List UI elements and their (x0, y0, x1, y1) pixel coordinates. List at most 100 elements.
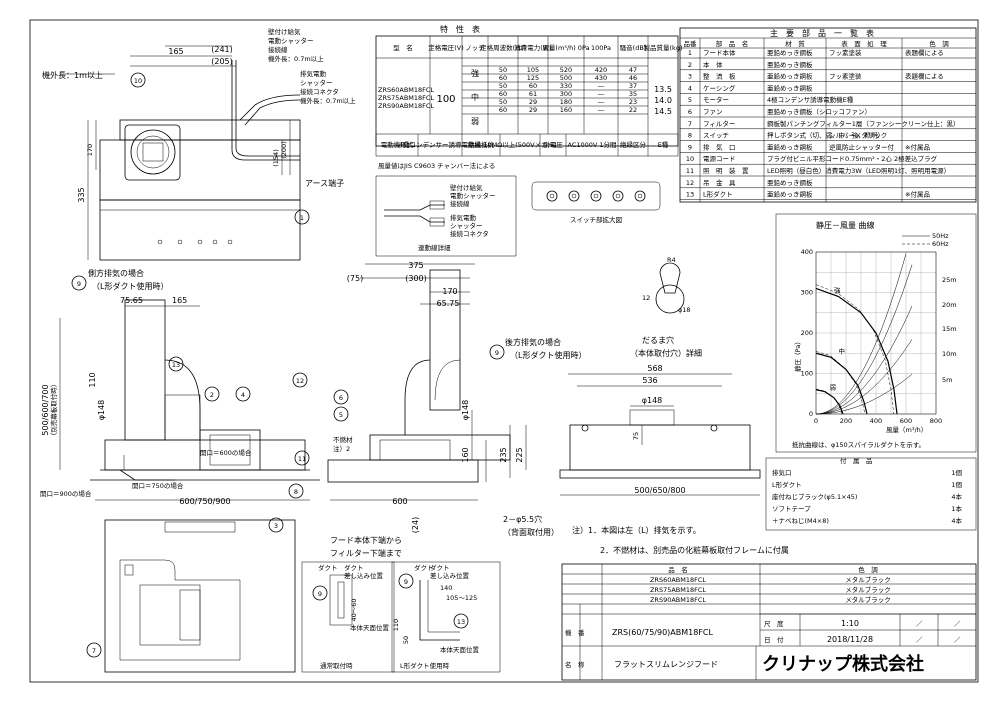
dim-600: 600 (392, 497, 407, 506)
spec-cell: 430 (595, 74, 607, 82)
spec-elec-2: 絶縁抵抗 (468, 140, 495, 149)
duct-label: 5m (942, 376, 952, 384)
x-tick-label: 600 (900, 417, 912, 425)
duct-top-2: 本体天面位置 (440, 645, 480, 654)
svg-text:13: 13 (172, 361, 180, 369)
parts-no: 2 (688, 61, 692, 69)
spec-elec-1: 4種コンデンサー誘導電動機 (399, 140, 482, 149)
spec-h0: 型 名 (393, 43, 413, 52)
spec-mass-2: 14.5 (654, 107, 672, 116)
duct-curve (815, 373, 913, 415)
chart-xlabel: 風量（m³/h） (886, 426, 927, 434)
dim-225: 225 (515, 447, 524, 462)
parts-h0: 品番 (684, 40, 698, 48)
duct-label-1: ダクト (318, 563, 338, 572)
spec-cell: 420 (595, 66, 607, 74)
parts-material: LED照明（昼白色）消費電力3W（LED照明1灯、照明用電源） (767, 166, 950, 175)
wire-l1: 壁付け給気 (450, 183, 483, 192)
spec-cell: 60 (499, 90, 507, 98)
svg-text:9: 9 (404, 578, 408, 586)
callout-10 (130, 72, 146, 88)
company-logo: クリナップ株式会社 (762, 653, 924, 675)
dim-phi148-side: φ148 (97, 400, 106, 421)
parts-no: 9 (688, 143, 692, 151)
series-label: 強 (834, 287, 841, 295)
chart-legend-0: 50Hz (932, 232, 949, 240)
filter-note1: フード本体下端から (330, 535, 402, 545)
filter-note2: フィルター下端まで (330, 548, 402, 558)
lbl-outside-07: 機外長：0.7m以上 (268, 54, 324, 63)
tb-h-color: 色 調 (858, 565, 878, 574)
parts-material: 4極コンデンサ誘導電動機E種 (767, 95, 854, 104)
spec-cell: 60 (499, 74, 507, 82)
tb-model-2: ZRS90ABM18FCL (650, 596, 706, 604)
spec-cell: 160 (560, 106, 572, 114)
dim-205: (205) (211, 57, 233, 66)
accessory-box (765, 457, 977, 531)
callout-9b (489, 344, 505, 360)
dim-phi148-plan: φ148 (642, 396, 663, 405)
parts-finish: フッ素塗装 (829, 72, 862, 81)
spec-notch-1: 中 (471, 92, 479, 102)
spec-h4: 消費電力(W) (514, 43, 552, 52)
callout-3 (268, 517, 284, 533)
svg-text:9: 9 (77, 280, 81, 288)
tb-kiban: ZRS(60/75/90)ABM18FCL (612, 628, 714, 637)
callout-13b (453, 613, 469, 629)
parts-material: プラグ付ビニル平形コード0.75mm²・2心 2極差込プラグ (767, 154, 938, 163)
daruma-label2: （本体取付穴）詳細 (630, 348, 702, 358)
parts-no: 5 (688, 96, 692, 104)
parts-name: 本 体 (703, 60, 723, 69)
fan-curve-60hz (815, 351, 866, 415)
dim-50: 50 (402, 636, 410, 644)
spec-cell: ― (598, 98, 605, 106)
note2-label: 注）2 (333, 444, 350, 453)
svg-text:11: 11 (298, 455, 306, 463)
parts-name: ファン (703, 108, 723, 116)
svg-text:9: 9 (495, 349, 499, 357)
holes-note: （背面取付用） (503, 527, 559, 537)
spec-h7: 騒音(dB) (620, 43, 647, 52)
spec-cell: 23 (629, 98, 637, 106)
dim-160: 160 (461, 447, 470, 462)
tb-scale: 1:10 (841, 619, 859, 628)
spec-cell: 46 (629, 74, 637, 82)
daruma-12: 12 (642, 294, 650, 302)
parts-name: フィルター (703, 119, 735, 128)
dim-375: 375 (408, 261, 423, 270)
spec-cell: 500 (560, 74, 572, 82)
parts-no: 6 (688, 108, 692, 116)
y-tick-label: 300 (801, 289, 813, 297)
x-tick-label: 800 (930, 417, 942, 425)
acc-qty: 1個 (951, 468, 962, 477)
parts-color: 表題欄による (905, 48, 944, 57)
fan-curve-60hz (815, 388, 843, 415)
spec-elec-4: 耐電圧 (543, 141, 563, 149)
tb-name-label: 名 称 (565, 660, 585, 669)
spec-elec-0: 電動機形式 (381, 140, 414, 149)
side-exhaust-label: 側方排気の場合 (88, 268, 144, 278)
parts-finish: 逆風防止シャッター付 (829, 142, 895, 151)
dim-500-700: 500/600/700 (41, 384, 50, 435)
svg-text:7: 7 (92, 647, 96, 655)
parts-h4: 色 調 (929, 39, 949, 48)
holes-label: 2－φ5.5穴 (503, 514, 542, 524)
svg-text:3: 3 (274, 522, 278, 530)
spec-h2: ノッチ (465, 44, 484, 52)
side-view: 9 2 4 13 12 8 (59, 275, 320, 501)
dim-300: (300) (405, 274, 427, 283)
dim-200: (200) (280, 141, 288, 158)
parts-no: 12 (686, 179, 694, 187)
wire-caption: 連動線詳細 (418, 243, 451, 252)
parts-name: モーター (703, 95, 729, 104)
callout-9a (71, 275, 87, 291)
acc-title: 付 属 品 (840, 456, 873, 465)
spec-voltage: 100 (436, 94, 455, 105)
parts-name: 吊 金 具 (703, 178, 736, 187)
front-view: 6 5 11 9 (294, 263, 511, 501)
spec-cell: ― (598, 90, 605, 98)
